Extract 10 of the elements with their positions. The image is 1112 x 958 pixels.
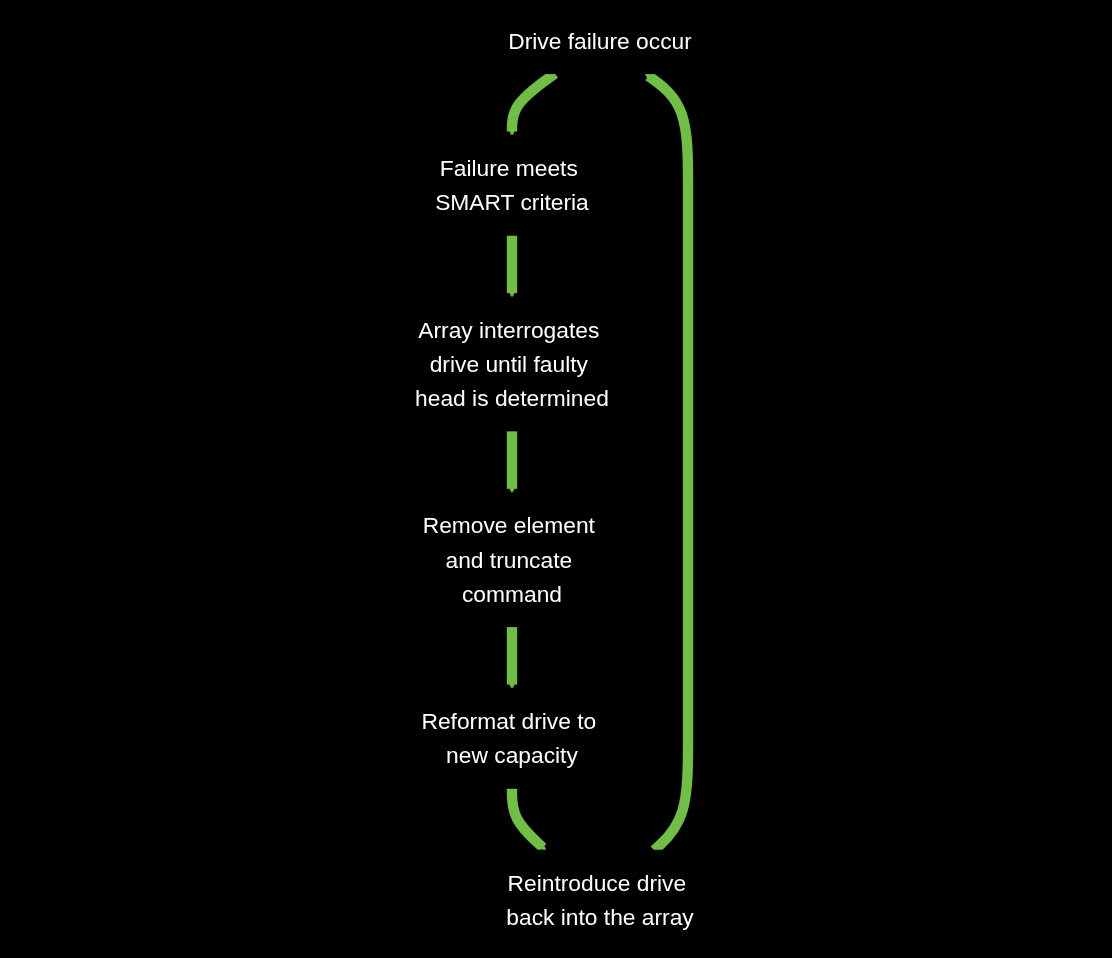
node-text: Reintroduce drive back into the array [506, 869, 694, 931]
arrow [506, 626, 518, 690]
node-text: Failure meets SMART criteria [435, 155, 589, 216]
arrow [506, 430, 518, 494]
node-text: Array interrogates drive until faulty head is determined [415, 316, 609, 412]
node-text: Remove element and truncate command [422, 512, 595, 607]
arrow [506, 235, 518, 298]
arrow [506, 788, 547, 852]
node-text: Drive failure occur [508, 27, 692, 54]
node-text: Reformat drive to new capacity [421, 708, 597, 769]
